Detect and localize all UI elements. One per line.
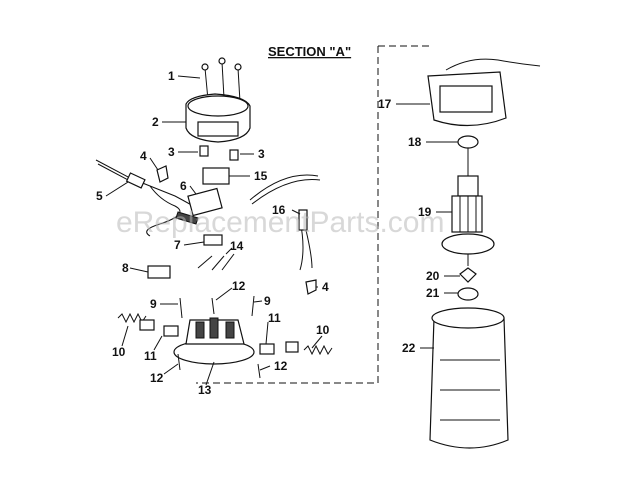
part-8-block bbox=[147, 265, 171, 279]
callout-16: 16 bbox=[272, 203, 286, 217]
leader-lines bbox=[105, 75, 460, 386]
callout-3-right: 3 bbox=[258, 147, 265, 161]
part-21-bearing bbox=[457, 287, 479, 301]
part-7-clip bbox=[203, 234, 223, 246]
part-11-brushes bbox=[139, 319, 299, 355]
callout-6: 6 bbox=[180, 179, 187, 193]
callout-10-left: 10 bbox=[112, 345, 126, 359]
callout-3-left: 3 bbox=[168, 145, 175, 159]
part-4-wire-nut bbox=[156, 165, 169, 183]
callout-2: 2 bbox=[152, 115, 159, 129]
callout-11-right: 11 bbox=[268, 311, 281, 325]
callout-8: 8 bbox=[122, 261, 129, 275]
callout-14: 14 bbox=[230, 239, 244, 253]
part-22-motor-housing bbox=[429, 307, 509, 449]
part-14-strips bbox=[197, 253, 235, 271]
part-20-washer bbox=[459, 267, 477, 283]
part-13-brush-housing bbox=[173, 317, 255, 365]
part-3-screws bbox=[199, 145, 239, 161]
part-2-top-cap bbox=[185, 93, 251, 143]
part-6-switch bbox=[175, 187, 223, 225]
callout-13: 13 bbox=[198, 383, 212, 397]
callout-18: 18 bbox=[408, 135, 422, 149]
part-12-screws bbox=[177, 297, 261, 379]
callout-12-left: 12 bbox=[150, 371, 164, 385]
part-19-armature bbox=[441, 175, 495, 266]
callout-11-left: 11 bbox=[144, 349, 157, 363]
part-16-lead-cord bbox=[249, 174, 321, 271]
callout-17: 17 bbox=[378, 97, 392, 111]
callout-19: 19 bbox=[418, 205, 432, 219]
watermark-text: eReplacementParts.com bbox=[116, 206, 444, 239]
callout-20: 20 bbox=[426, 269, 440, 283]
part-4-wire-nut-right bbox=[305, 279, 317, 295]
callout-12-top: 12 bbox=[232, 279, 246, 293]
part-15-switch-bracket bbox=[202, 167, 230, 185]
part-18-bearing bbox=[457, 135, 479, 149]
callout-15: 15 bbox=[254, 169, 268, 183]
part-17-field-coil bbox=[427, 58, 541, 127]
callout-9-left: 9 bbox=[150, 297, 157, 311]
part-1-screws bbox=[201, 57, 242, 103]
callout-7: 7 bbox=[174, 238, 181, 252]
section-boundary-dashed-line bbox=[196, 46, 379, 384]
callout-12-right: 12 bbox=[274, 359, 288, 373]
callout-4-upper: 4 bbox=[140, 149, 147, 163]
callout-9-right: 9 bbox=[264, 294, 271, 308]
section-title: SECTION "A" bbox=[268, 44, 351, 59]
callout-4-lower: 4 bbox=[322, 280, 329, 294]
callout-1: 1 bbox=[168, 69, 175, 83]
callout-10-right: 10 bbox=[316, 323, 330, 337]
callout-5: 5 bbox=[96, 189, 103, 203]
callout-21: 21 bbox=[426, 286, 440, 300]
part-9-screws bbox=[179, 295, 255, 319]
callout-22: 22 bbox=[402, 341, 416, 355]
